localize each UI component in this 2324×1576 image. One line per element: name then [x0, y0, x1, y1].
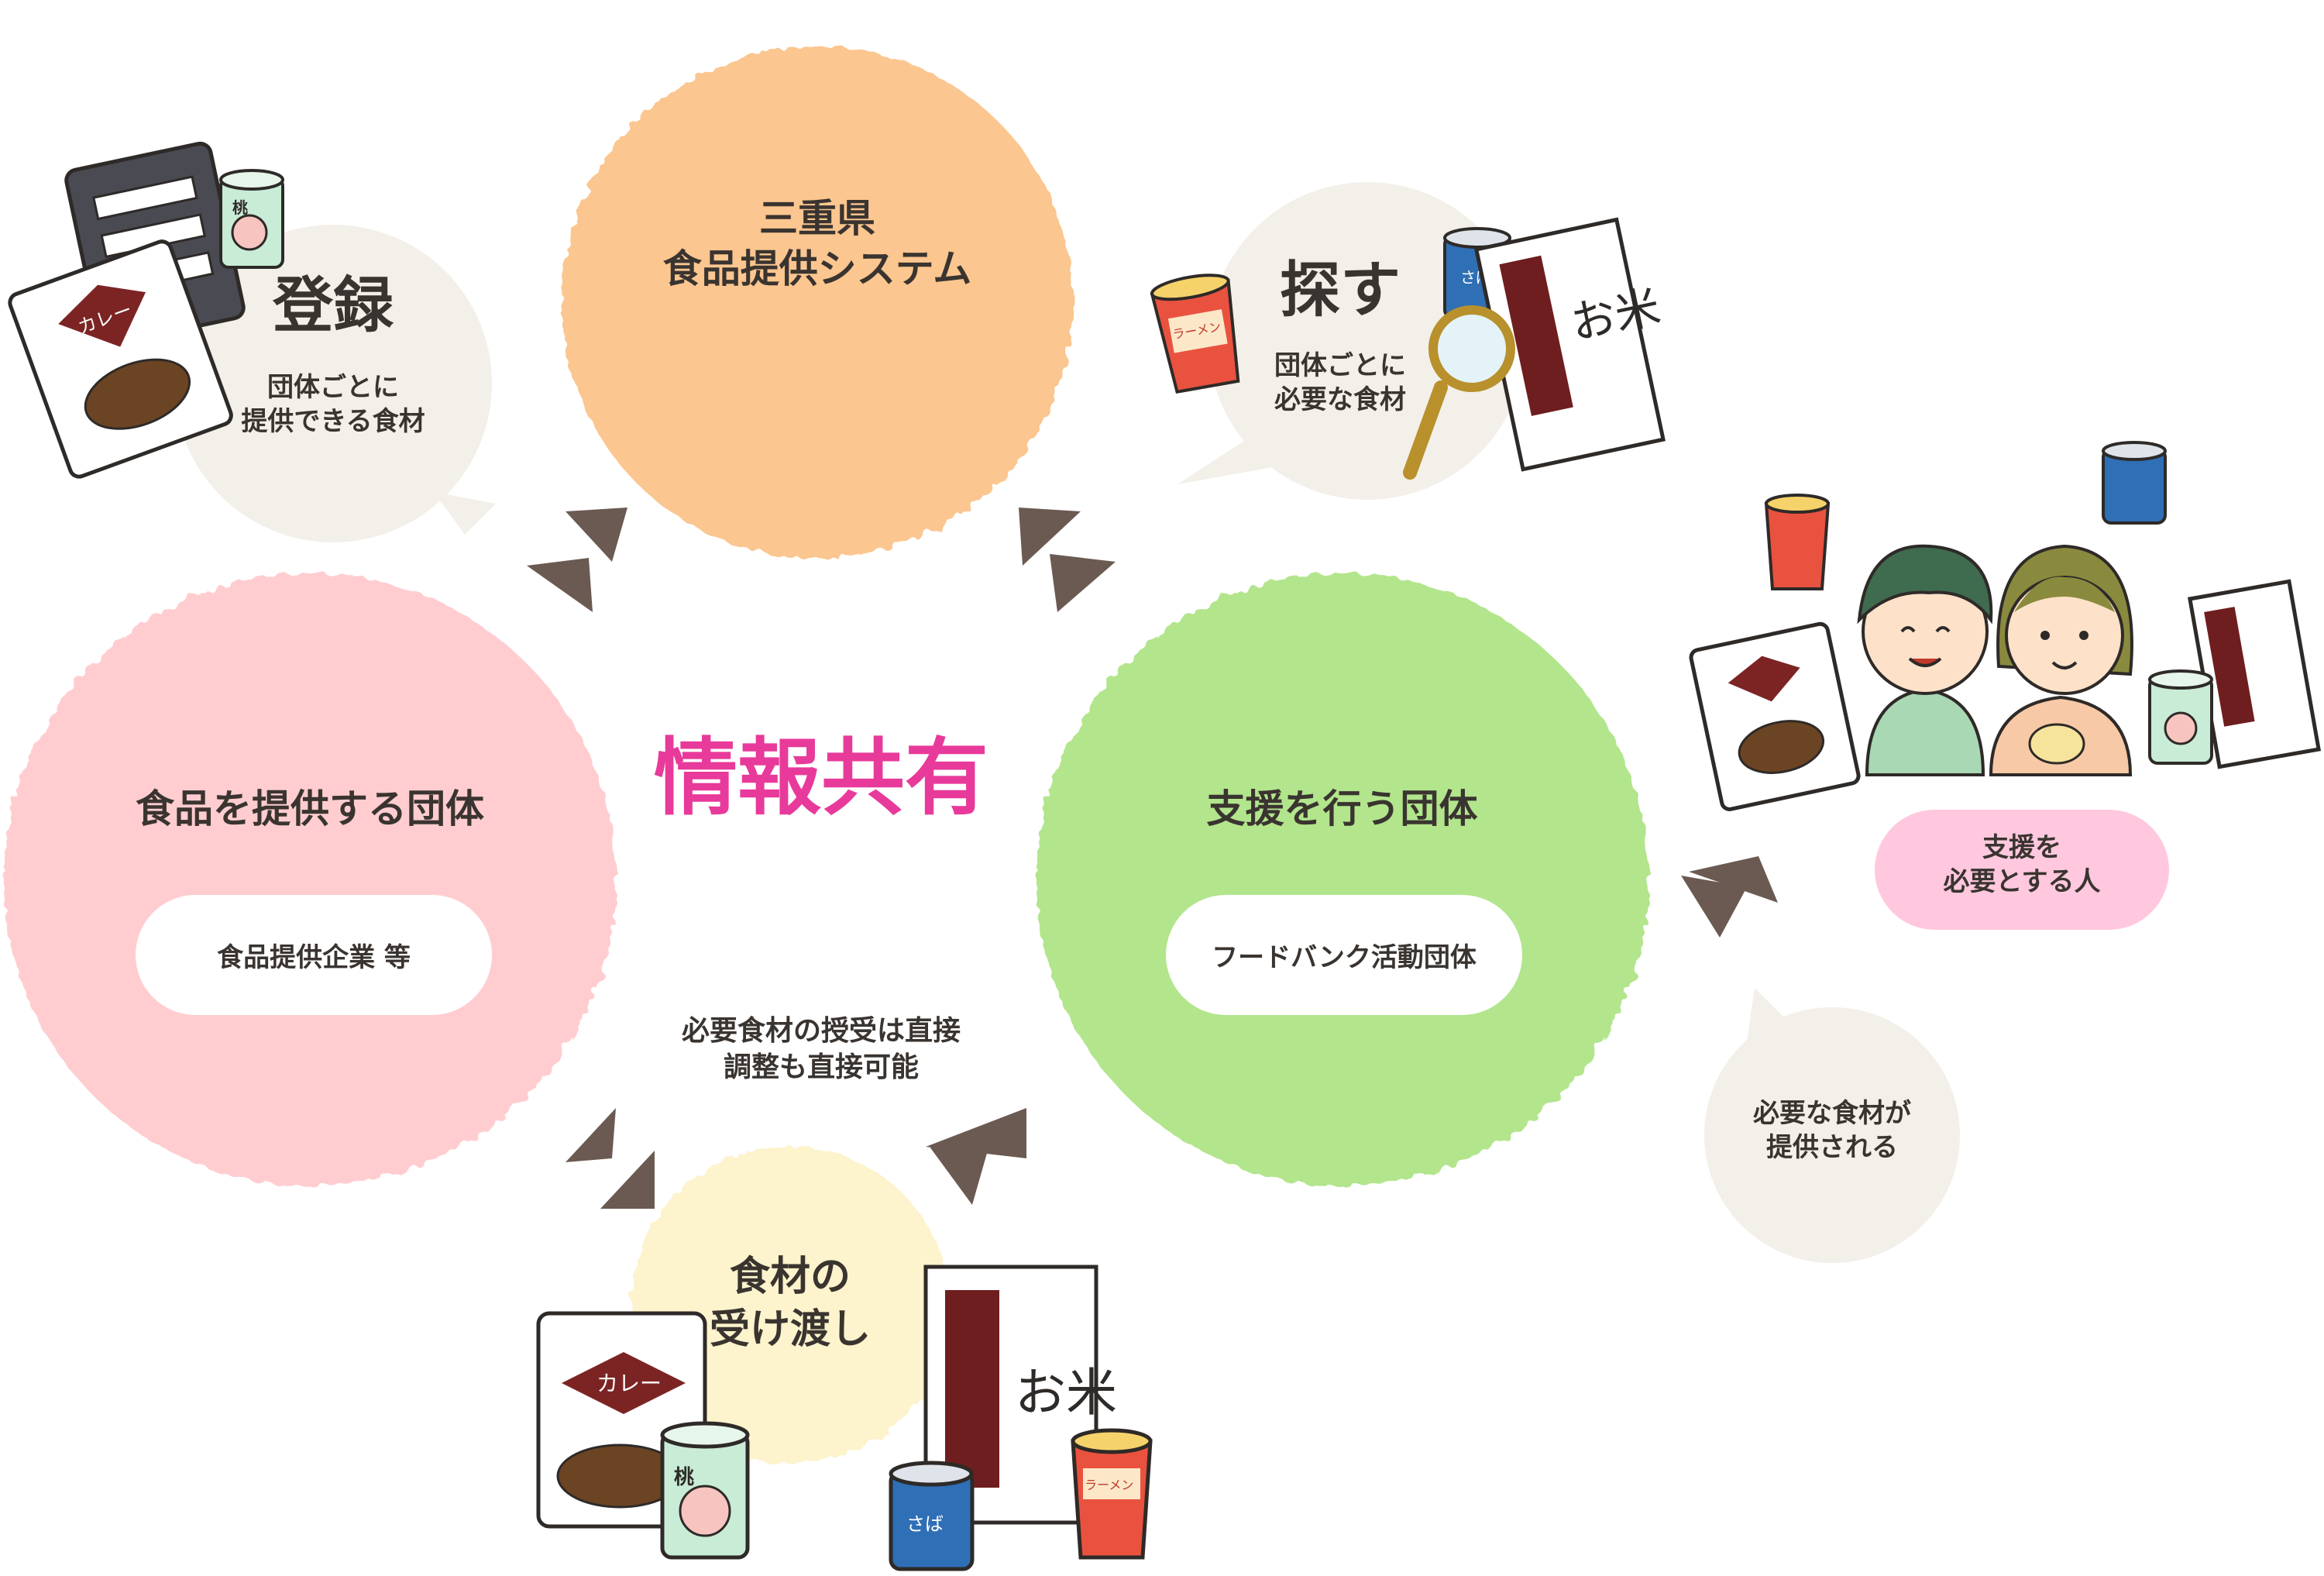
curry-pouch-icon	[1689, 621, 1861, 811]
provider-pill: 食品提供企業 等	[136, 895, 492, 1015]
system-line2: 食品提供システム	[662, 246, 972, 291]
system-line1: 三重県	[759, 196, 875, 241]
saba-can-icon: さば	[889, 1461, 975, 1571]
arrow-chevron	[926, 1108, 1026, 1158]
ramen-label-text: ラーメン	[1085, 1478, 1133, 1492]
arrow-chevron	[930, 1147, 988, 1205]
woman-figure	[1989, 544, 2133, 776]
recipient-caption: 支援を 必要とする人	[1875, 831, 2169, 899]
supporter-pill: フードバンク活動団体	[1166, 895, 1522, 1015]
peach-can-icon: 桃	[660, 1421, 750, 1560]
ramen-cup-icon	[1764, 494, 1831, 590]
handover-line2: 受け渡し	[709, 1306, 871, 1353]
arrow-chevron	[527, 558, 593, 612]
arrow-chevron	[1050, 554, 1116, 612]
provided-line1: 必要な食材が	[1753, 1098, 1911, 1129]
search-title: 探す	[1279, 256, 1401, 325]
ramen-cup-icon: ラーメン	[1071, 1428, 1153, 1560]
register-title: 登録	[272, 271, 394, 341]
peach-label-text: 桃	[674, 1466, 694, 1489]
register-bubble	[174, 225, 496, 542]
saba-can-icon	[2102, 441, 2167, 525]
arrow-chevron	[1019, 508, 1081, 566]
recipient-line2: 必要とする人	[1943, 866, 2101, 898]
supporter-circle	[1037, 573, 1648, 1185]
exchange-line1: 必要食材の授受は直接	[681, 1015, 961, 1047]
supporter-title: 支援を行う団体	[1206, 786, 1478, 831]
arrow-chevron	[566, 508, 627, 562]
magnifier-icon	[1403, 305, 1515, 480]
provided-bubble	[1704, 988, 1960, 1263]
handover-label: 食材の 受け渡し	[682, 1251, 899, 1356]
rice-label-text: お米	[1015, 1363, 1117, 1423]
saba-label-text: さば	[906, 1513, 944, 1535]
provided-caption: 必要な食材が 提供される	[1724, 1096, 1941, 1165]
provided-line2: 提供される	[1766, 1132, 1898, 1164]
exchange-line2: 調整も直接可能	[723, 1051, 919, 1083]
register-line2: 提供できる食材	[241, 406, 425, 438]
register-line1: 団体ごとに	[267, 372, 399, 403]
arrow-chevron	[566, 1108, 616, 1162]
peach-can-icon: 桃	[219, 169, 284, 269]
man-figure	[1857, 544, 1993, 776]
search-line2: 必要な食材	[1274, 384, 1406, 416]
curry-label-text: カレー	[596, 1371, 662, 1396]
peach-can-icon	[2148, 669, 2213, 765]
search-caption: 団体ごとに 必要な食材	[1232, 349, 1449, 417]
provider-title: 食品を提供する団体	[136, 786, 484, 831]
recipient-pill	[1875, 810, 2169, 930]
peach-label-text: 桃	[232, 198, 248, 217]
arrow-chevron	[1689, 856, 1778, 903]
system-circle	[562, 46, 1073, 558]
provider-circle	[4, 573, 616, 1185]
system-label: 三重県 食品提供システム	[589, 194, 1046, 294]
rice-bag-icon: お米	[923, 1265, 1117, 1525]
curry-pouch-icon: カレー	[8, 239, 233, 479]
arrow-chevron	[1681, 876, 1747, 938]
ramen-cup-icon: ラーメン	[1150, 274, 1240, 394]
center-title: 情報共有	[653, 730, 988, 827]
recipient-line1: 支援を	[1982, 832, 2061, 863]
arrow-chevron	[600, 1151, 655, 1209]
handover-line1: 食材の	[729, 1254, 851, 1300]
exchange-caption: 必要食材の授受は直接 調整も直接可能	[635, 1013, 1007, 1086]
register-caption: 団体ごとに 提供できる食材	[217, 370, 449, 439]
search-line1: 団体ごとに	[1274, 350, 1406, 381]
